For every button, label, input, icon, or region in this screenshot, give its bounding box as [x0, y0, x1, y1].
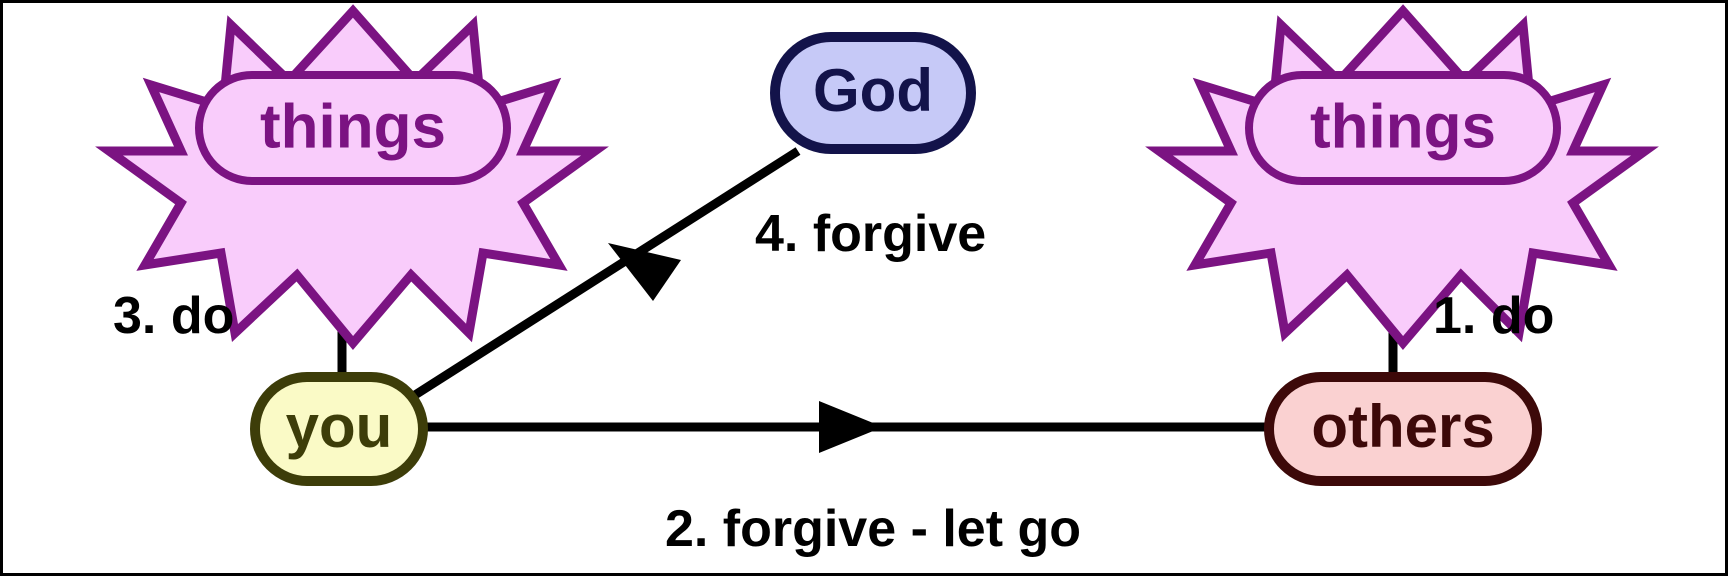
inner-rounded-rect	[195, 71, 511, 185]
edge-4-forgive-arrow	[412, 147, 801, 399]
node-label-things-right: things	[1310, 92, 1496, 161]
forgiveness-diagram: things God things you others 3. do 1. do…	[95, 4, 1659, 558]
edge-label-2-forgive-let-go: 2. forgive - let go	[665, 500, 1081, 558]
edge-label-3-do: 3. do	[113, 287, 234, 345]
edge-label-1-do: 1. do	[1433, 287, 1554, 345]
node-label-you: you	[286, 393, 393, 460]
inner-rounded-rect	[1245, 71, 1561, 185]
node-label-things-left: things	[260, 92, 446, 161]
node-others[interactable]: others	[1264, 372, 1542, 486]
node-things-right[interactable]: things	[1145, 4, 1659, 351]
god-rounded-rect	[770, 32, 976, 154]
node-god[interactable]: God	[770, 32, 976, 154]
others-rounded-rect	[1264, 372, 1542, 486]
edge-label-4-forgive: 4. forgive	[755, 205, 986, 263]
node-label-god: God	[813, 57, 933, 124]
node-things-left[interactable]: things	[95, 4, 609, 351]
you-rounded-rect	[250, 372, 428, 486]
edge-2-forgive-arrow	[423, 401, 1268, 453]
node-label-others: others	[1311, 393, 1494, 460]
node-you[interactable]: you	[250, 372, 428, 486]
